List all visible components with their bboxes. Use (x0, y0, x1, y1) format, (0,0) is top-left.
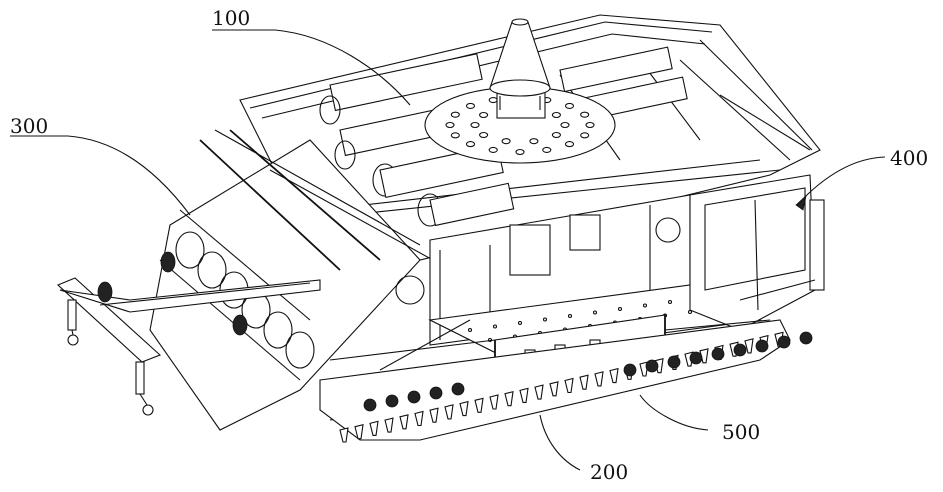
track-tooth (744, 338, 754, 354)
track-tooth (594, 371, 604, 387)
leader-lines (10, 29, 886, 471)
deck-hole (642, 303, 648, 308)
platform-hole (585, 121, 595, 129)
leader-400 (796, 156, 886, 206)
deck-hole (467, 327, 473, 333)
deck-hole (592, 310, 598, 315)
platform-hole (564, 102, 575, 109)
platform-hole (450, 111, 460, 118)
rear-box (689, 174, 825, 331)
track-wheel (711, 347, 725, 361)
ref-label-100: 100 (212, 6, 251, 30)
track-tooth (474, 397, 484, 413)
platform-hole (580, 111, 590, 118)
platform-hole (450, 132, 460, 139)
platform-hole (488, 146, 498, 153)
track-wheel (667, 355, 681, 369)
deck-hole (517, 320, 523, 326)
leader-100 (212, 29, 411, 106)
front-hitch (56, 251, 321, 416)
ref-label-200: 200 (590, 460, 629, 484)
platform-hole (479, 131, 489, 139)
platform-hole (501, 138, 511, 145)
ref-label-500: 500 (722, 420, 761, 444)
platform-hole (465, 141, 476, 148)
deck-hole (667, 299, 673, 305)
track-wheel (645, 359, 659, 373)
platform-hole (515, 148, 525, 156)
ref-label-400: 400 (890, 146, 929, 170)
track-tooth (444, 404, 454, 420)
rotary-platform (424, 86, 616, 164)
track-tooth (414, 410, 424, 427)
track-tooth (504, 390, 514, 407)
track-tooth (369, 420, 379, 436)
platform-hole (529, 138, 539, 145)
track-wheel (385, 394, 399, 408)
deck-hole (542, 317, 548, 322)
platform-hole (445, 121, 455, 129)
track-tooth (399, 414, 409, 430)
track-tooth (459, 400, 469, 417)
crawler-track (319, 319, 813, 443)
roller (263, 311, 293, 349)
deck-hole (567, 313, 573, 319)
platform-hole (560, 121, 570, 129)
track-tooth (579, 374, 589, 390)
track-wheel (407, 390, 421, 404)
track-wheel (733, 343, 747, 357)
platform-hole (479, 111, 489, 119)
track-tooth (609, 367, 619, 384)
track-wheel (755, 339, 769, 353)
platform-hole (580, 132, 590, 139)
platform-hole (551, 111, 561, 119)
track-wheel (689, 351, 703, 365)
deck-hole (617, 306, 623, 312)
track-tooth (354, 423, 364, 440)
platform-hole (465, 102, 476, 109)
track-wheel (623, 363, 637, 377)
track-tooth (489, 394, 499, 410)
leader-200 (539, 414, 581, 471)
track-tooth (429, 407, 439, 423)
roller (175, 231, 205, 269)
platform-hole (542, 146, 552, 153)
cone (489, 18, 551, 119)
track-tooth (339, 427, 349, 443)
track-tooth (564, 377, 574, 394)
track-tooth (534, 384, 544, 400)
platform-hole (564, 141, 575, 148)
track-wheel (429, 386, 443, 400)
track-wheel (799, 331, 813, 345)
leader-500 (639, 394, 709, 431)
platform-hole (470, 121, 480, 129)
track-wheel (777, 335, 791, 349)
deck-hole (492, 324, 498, 329)
roller (197, 251, 227, 289)
track-wheel (451, 382, 465, 396)
leader-300 (10, 135, 191, 216)
track-tooth (519, 387, 529, 403)
track-tooth (549, 381, 559, 397)
track-wheel (363, 398, 377, 412)
track-tooth (384, 417, 394, 433)
roller (285, 331, 315, 369)
ref-label-300: 300 (10, 114, 49, 138)
platform-hole (551, 131, 561, 139)
